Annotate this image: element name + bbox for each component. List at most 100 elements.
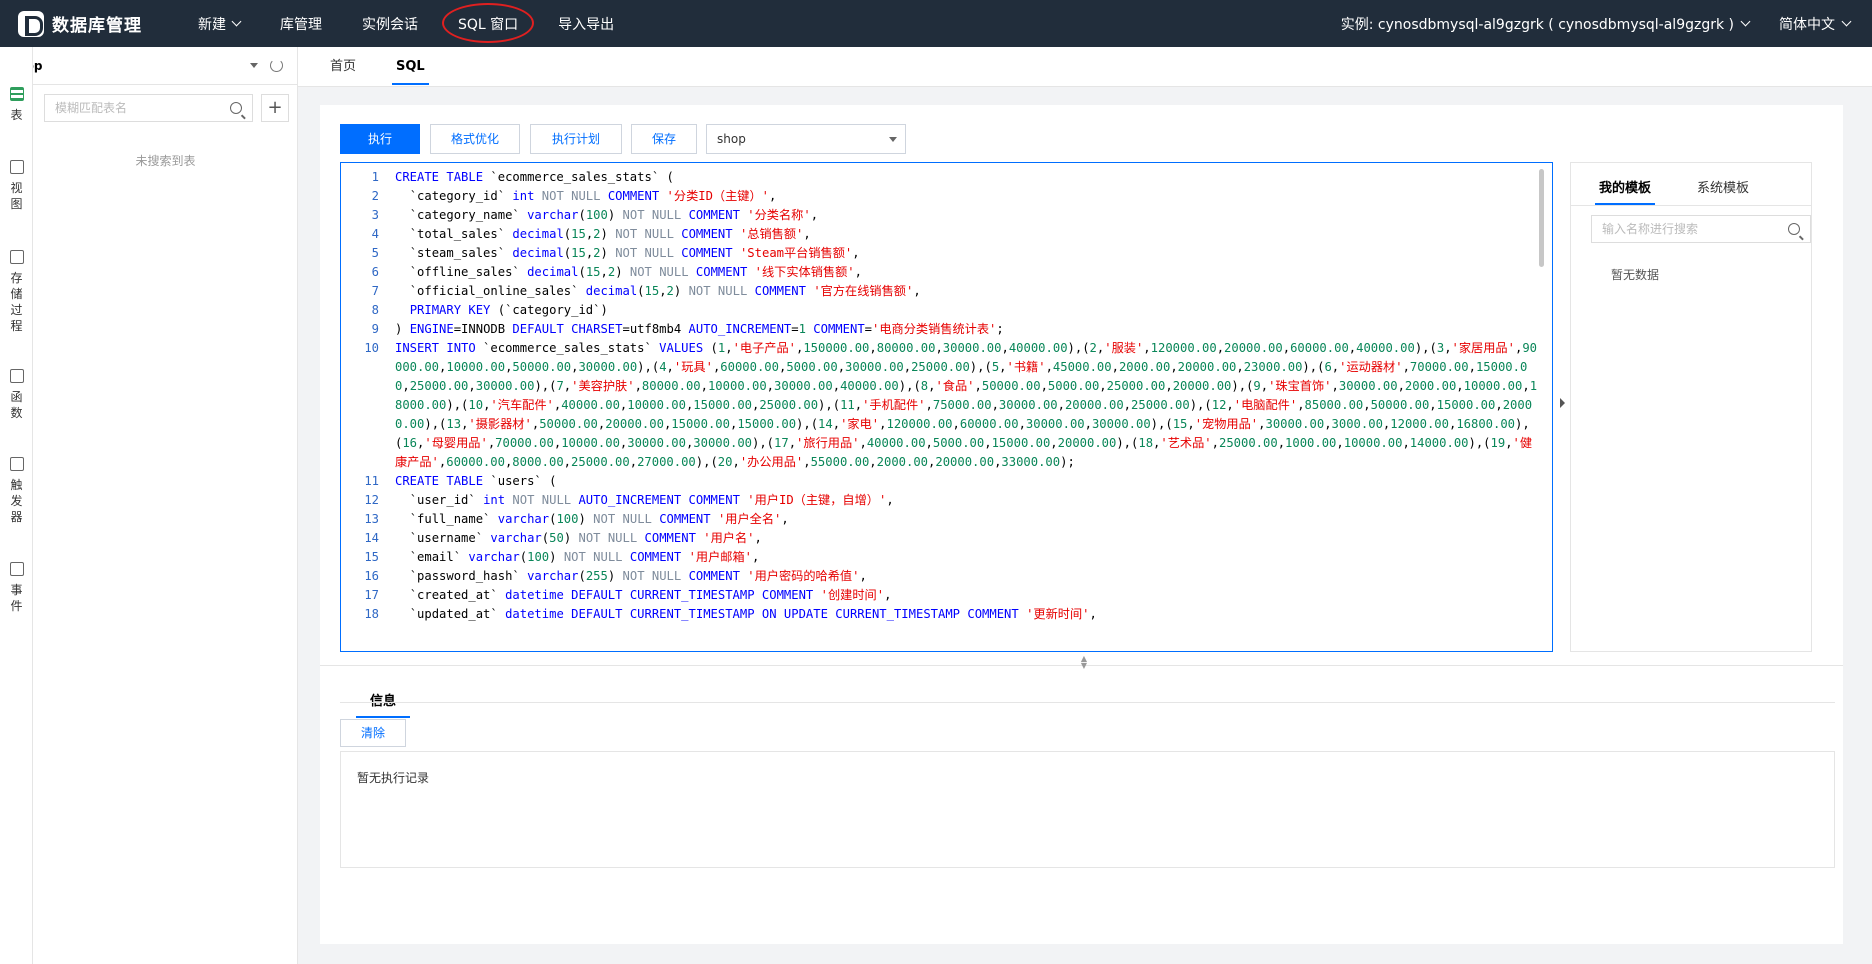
drag-handle-icon[interactable]: ▲▼ xyxy=(1080,654,1088,670)
database-logo-icon xyxy=(18,10,44,37)
line-text: `created_at` datetime DEFAULT CURRENT_TI… xyxy=(395,588,892,602)
chevron-down-icon xyxy=(1740,16,1751,27)
search-icon[interactable] xyxy=(230,102,242,114)
line-text: `full_name` varchar(100) NOT NULL COMMEN… xyxy=(395,512,789,526)
rail-procedures-label-2: 储 xyxy=(10,287,23,301)
template-search xyxy=(1591,215,1811,243)
line-text: `steam_sales` decimal(15,2) NOT NULL COM… xyxy=(395,246,860,260)
rail-item-tables[interactable]: 表 xyxy=(0,87,33,123)
rail-item-functions[interactable]: 函数 xyxy=(0,369,33,421)
tab-my-templates[interactable]: 我的模板 xyxy=(1594,177,1656,205)
nav-import-export[interactable]: 导入导出 xyxy=(538,0,634,47)
rail-views-label-2: 图 xyxy=(10,197,23,211)
tab-system-templates[interactable]: 系统模板 xyxy=(1697,181,1750,196)
rail-item-procedures[interactable]: 存储过程 xyxy=(0,250,33,334)
line-number: 16 xyxy=(364,569,379,583)
database-selector[interactable]: shop xyxy=(0,47,298,85)
line-text: ) ENGINE=INNODB DEFAULT CHARSET=utf8mb4 … xyxy=(395,322,1004,336)
nav-db-management[interactable]: 库管理 xyxy=(260,0,342,47)
sql-workspace: 执行 格式优化 执行计划 保存 shop 1 CREATE TABLE `ecom… xyxy=(320,105,1843,944)
line-text: `total_sales` decimal(15,2) NOT NULL COM… xyxy=(395,227,811,241)
tab-info[interactable]: 信息 xyxy=(355,690,411,718)
add-table-button[interactable]: + xyxy=(261,94,289,122)
code-line: 7 `official_online_sales` decimal(15,2) … xyxy=(341,282,1541,301)
object-panel: shop + 未搜索到表 xyxy=(0,47,298,964)
tab-home[interactable]: 首页 xyxy=(330,59,357,74)
collapse-panel-icon[interactable] xyxy=(1560,398,1565,408)
language-selector[interactable]: 简体中文 xyxy=(1779,14,1872,34)
editor-scrollbar[interactable] xyxy=(1539,169,1544,267)
line-number: 9 xyxy=(371,322,379,336)
template-panel: 我的模板 系统模板 暂无数据 xyxy=(1570,162,1812,652)
code-line: 2 `category_id` int NOT NULL COMMENT '分类… xyxy=(341,187,1541,206)
instance-selector[interactable]: 实例: cynosdbmysql-al9gzgrk ( cynosdbmysql… xyxy=(1341,14,1779,34)
divider xyxy=(1571,205,1811,206)
line-number: 14 xyxy=(364,531,379,545)
caret-down-icon xyxy=(889,137,897,142)
explain-plan-button[interactable]: 执行计划 xyxy=(530,124,622,154)
line-number: 4 xyxy=(371,227,379,241)
line-number: 18 xyxy=(364,607,379,621)
code-line: 9 ) ENGINE=INNODB DEFAULT CHARSET=utf8mb4… xyxy=(341,320,1541,339)
refresh-icon[interactable] xyxy=(270,59,283,72)
nav-db-management-label: 库管理 xyxy=(280,16,322,33)
code-line: 13 `full_name` varchar(100) NOT NULL COM… xyxy=(341,510,1541,529)
rail-functions-label-1: 函 xyxy=(10,390,23,404)
line-number: 7 xyxy=(371,284,379,298)
rail-procedures-label-1: 存 xyxy=(10,271,23,285)
format-button[interactable]: 格式优化 xyxy=(430,124,520,154)
rail-events-label-2: 件 xyxy=(10,599,23,613)
view-icon xyxy=(9,160,24,174)
line-text: `category_name` varchar(100) NOT NULL CO… xyxy=(395,208,819,222)
line-number: 15 xyxy=(364,550,379,564)
tab-sql[interactable]: SQL xyxy=(392,47,429,87)
app-logo[interactable]: 数据库管理 xyxy=(18,10,178,37)
line-text: `password_hash` varchar(255) NOT NULL CO… xyxy=(395,569,867,583)
save-button[interactable]: 保存 xyxy=(631,124,697,154)
line-number: 1 xyxy=(371,170,379,184)
sql-editor[interactable]: 1 CREATE TABLE `ecommerce_sales_stats` ( 2… xyxy=(340,162,1553,652)
topbar-right: 实例: cynosdbmysql-al9gzgrk ( cynosdbmysql… xyxy=(1341,0,1872,47)
line-number: 8 xyxy=(371,303,379,317)
language-label: 简体中文 xyxy=(1779,16,1835,33)
execute-button[interactable]: 执行 xyxy=(340,124,420,154)
table-search-input[interactable] xyxy=(45,101,230,115)
line-text: `user_id` int NOT NULL AUTO_INCREMENT CO… xyxy=(395,493,894,507)
search-icon[interactable] xyxy=(1788,223,1800,235)
rail-item-triggers[interactable]: 触发器 xyxy=(0,457,33,525)
line-number: 13 xyxy=(364,512,379,526)
code-line: 14 `username` varchar(50) NOT NULL COMME… xyxy=(341,529,1541,548)
rail-triggers-label-1: 触 xyxy=(10,478,23,492)
line-text: `category_id` int NOT NULL COMMENT '分类ID… xyxy=(395,189,777,203)
line-text: `official_online_sales` decimal(15,2) NO… xyxy=(395,284,921,298)
nav-sql-window[interactable]: SQL 窗口 xyxy=(438,0,538,47)
rail-functions-label-2: 数 xyxy=(10,406,23,420)
rail-item-events[interactable]: 事件 xyxy=(0,562,33,614)
clear-button[interactable]: 清除 xyxy=(340,719,406,747)
line-number: 5 xyxy=(371,246,379,260)
template-search-input[interactable] xyxy=(1592,222,1788,236)
execution-log: 暂无执行记录 xyxy=(340,751,1835,868)
line-text: CREATE TABLE `ecommerce_sales_stats` ( xyxy=(395,170,674,184)
code-line: 1 CREATE TABLE `ecommerce_sales_stats` ( xyxy=(341,168,1541,187)
database-dropdown[interactable]: shop xyxy=(706,124,906,154)
caret-down-icon xyxy=(250,63,258,68)
line-number: 17 xyxy=(364,588,379,602)
rail-tables-label: 表 xyxy=(10,108,23,122)
nav-new[interactable]: 新建 xyxy=(178,0,260,47)
nav-instance-sessions[interactable]: 实例会话 xyxy=(342,0,438,47)
code-line: 16 `password_hash` varchar(255) NOT NULL… xyxy=(341,567,1541,586)
red-highlight-circle xyxy=(442,3,534,43)
pane-splitter xyxy=(320,665,1843,666)
chevron-down-icon xyxy=(1841,16,1852,27)
line-text: PRIMARY KEY (`category_id`) xyxy=(409,303,608,317)
code-line: 3 `category_name` varchar(100) NOT NULL … xyxy=(341,206,1541,225)
code-line: 5 `steam_sales` decimal(15,2) NOT NULL C… xyxy=(341,244,1541,263)
table-icon xyxy=(9,87,24,101)
code-line: 17 `created_at` datetime DEFAULT CURRENT… xyxy=(341,586,1541,605)
rail-item-views[interactable]: 视图 xyxy=(0,160,33,212)
rail-events-label-1: 事 xyxy=(10,583,23,597)
top-navbar: 数据库管理 新建 库管理 实例会话 SQL 窗口 导入导出 实例: cynosd… xyxy=(0,0,1872,47)
